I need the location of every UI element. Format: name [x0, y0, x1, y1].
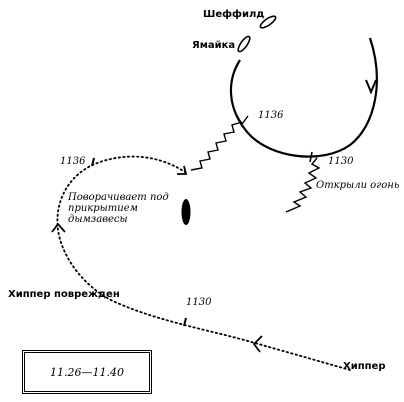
hipper-track [56, 155, 351, 371]
british-1130-label: 1130 [328, 156, 354, 167]
hipper-1130-label: 1130 [186, 297, 212, 308]
british-track [229, 37, 378, 158]
hipper-1136-tick [91, 157, 95, 167]
jamaica-ship-marker [237, 35, 251, 53]
hipper-final-position [181, 199, 191, 225]
opened-fire-label: Открыли огонь [316, 180, 400, 191]
hipper-1136-label: 1136 [60, 156, 86, 167]
jamaica-label: Ямайка [192, 40, 236, 51]
gunfire-zigzag-lower [285, 157, 321, 213]
hipper-track-arrow-loop [51, 222, 66, 233]
hipper-track-arrow-start [252, 335, 263, 353]
sheffield-ship-marker [259, 15, 277, 29]
gunfire-zigzag-upper [190, 121, 243, 171]
british-1136-label: 1136 [258, 110, 284, 121]
time-range-label: 11.26—11.40 [50, 365, 124, 379]
time-range-box: 11.26—11.40 [22, 350, 152, 394]
sheffield-label: Шеффилд [203, 9, 265, 20]
hit-mark-upper [235, 113, 249, 125]
hipper-1130-tick [183, 317, 187, 327]
hipper-start-label: Хиппер [343, 361, 386, 372]
hipper-damaged-label: Хиппер поврежден [8, 289, 120, 300]
hit-mark-lower [309, 151, 313, 163]
british-track-arrow [365, 79, 377, 95]
hipper-track-arrow-end [177, 165, 188, 175]
turns-away-note: Поворачивает под прикрытием дымзавесы [68, 192, 169, 225]
